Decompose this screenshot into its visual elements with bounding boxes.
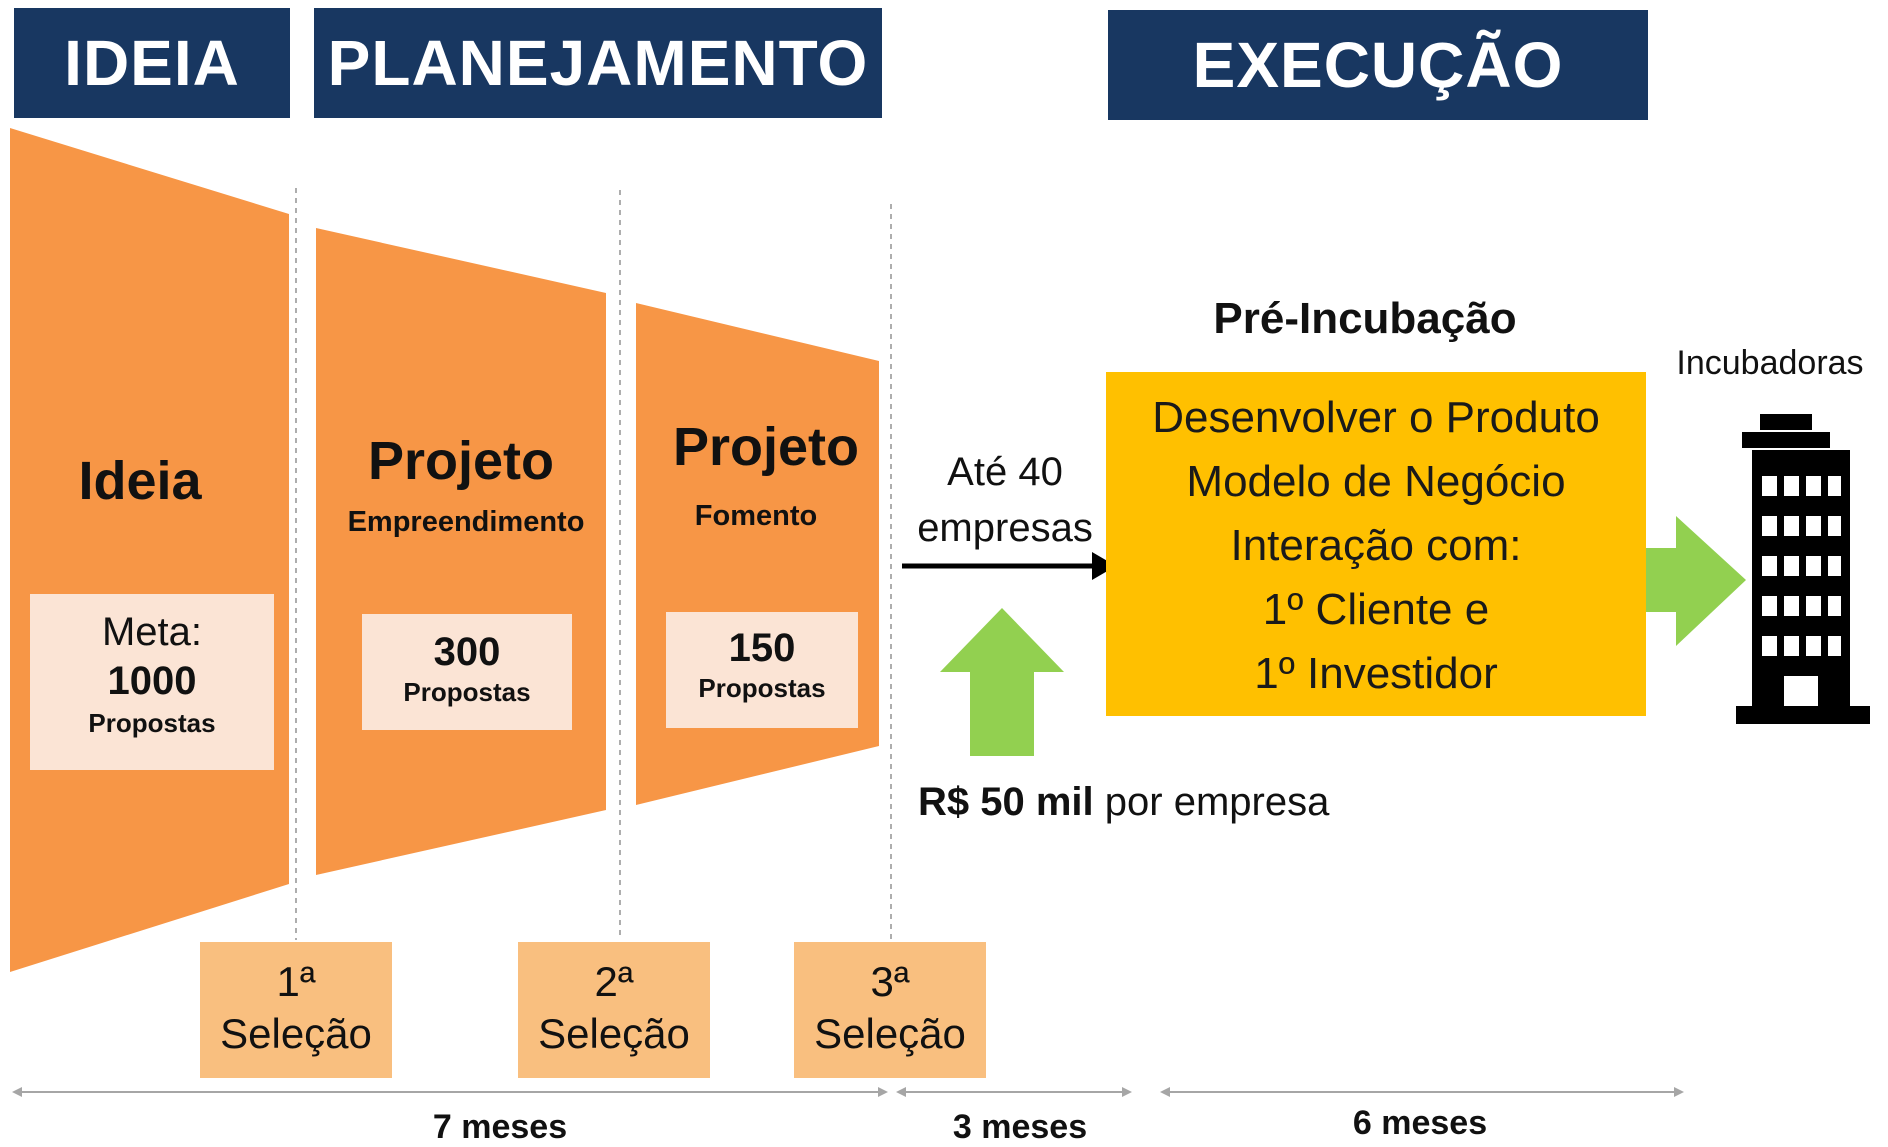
funnel-stage-projeto-fomento [636,303,879,805]
selection-ordinal: 2ª [594,958,634,1005]
selection-label: Seleção [220,1010,372,1057]
funding-up-arrow [940,608,1064,756]
count-value: 150 [728,626,796,670]
duration-arrow-3-meses [896,1087,1132,1097]
meta-label: Meta: [101,610,203,654]
stage-title-projeto-fomento: Projeto [672,417,860,477]
selection-box-1: 1ª Seleção [200,942,392,1078]
pre-incubation-line-3: Interação com: [1230,521,1522,570]
count-value: 1000 [107,659,197,703]
duration-label-7-meses: 7 meses [432,1108,568,1146]
header-execucao: EXECUÇÃO [1108,10,1648,120]
count-unit: Propostas [88,708,216,738]
companies-line-2: empresas [917,506,1093,550]
count-unit: Propostas [403,677,531,707]
selection-box-3: 3ª Seleção [794,942,986,1078]
selection-ordinal: 3ª [870,958,910,1005]
count-box-empreendimento: 300 Propostas [362,614,572,730]
funnel-stage-projeto-empreendimento [316,228,606,875]
duration-arrow-6-meses [1160,1087,1684,1097]
stage-subtitle-empreendimento: Empreendimento [347,506,585,538]
building-icon [1736,414,1870,724]
stage-subtitle-fomento: Fomento [694,500,818,532]
selection-ordinal: 1ª [276,958,316,1005]
companies-label: Até 40 empresas [900,444,1110,556]
incubators-label: Incubadoras [1676,344,1864,382]
selection-label: Seleção [814,1010,966,1057]
funding-suffix: por empresa [1093,780,1330,824]
pre-incubation-line-4: 1º Cliente e [1262,585,1490,634]
duration-arrow-7-meses [12,1087,888,1097]
count-value: 300 [433,630,501,674]
pre-incubation-line-2: Modelo de Negócio [1186,457,1566,506]
funding-amount: R$ 50 mil [918,780,1094,824]
count-box-fomento: 150 Propostas [666,612,858,728]
selection-label: Seleção [538,1010,690,1057]
header-planejamento: PLANEJAMENTO [314,8,882,118]
pre-incubation-title: Pré-Incubação [1213,294,1517,343]
funding-text: R$ 50 mil por empresa [918,780,1418,825]
pre-incubation-box: Desenvolver o Produto Modelo de Negócio … [1106,372,1646,716]
header-ideia: IDEIA [14,8,290,118]
pre-incubation-line-1: Desenvolver o Produto [1152,393,1600,442]
duration-label-3-meses: 3 meses [952,1108,1088,1146]
companies-line-1: Até 40 [947,450,1063,494]
pre-incubation-line-5: 1º Investidor [1254,649,1498,698]
count-unit: Propostas [698,673,826,703]
flow-arrow-head [1092,552,1116,580]
duration-label-6-meses: 6 meses [1352,1104,1488,1142]
count-box-ideia: Meta: 1000 Propostas [30,594,274,770]
stage-title-ideia: Ideia [78,451,202,511]
stage-title-projeto-empreendimento: Projeto [367,431,555,491]
funnel-stage-ideia [10,128,289,972]
selection-box-2: 2ª Seleção [518,942,710,1078]
